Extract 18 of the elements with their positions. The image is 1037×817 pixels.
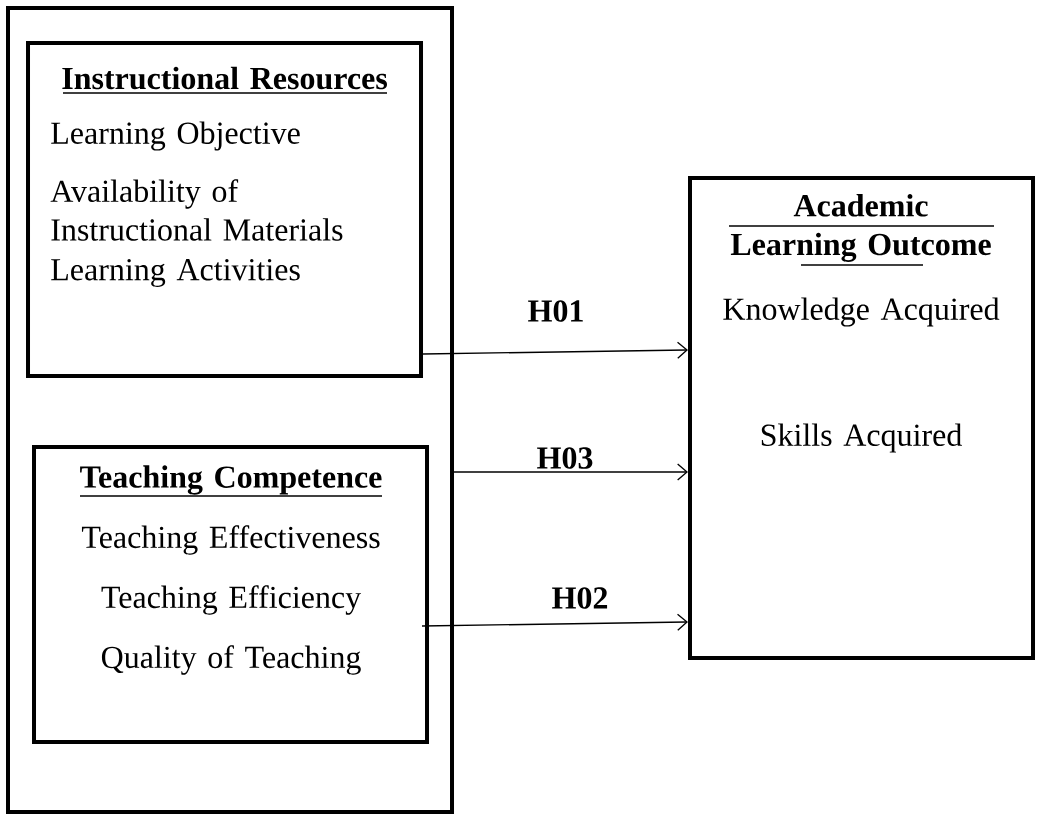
item-text: Learning Activities	[51, 258, 300, 288]
item-text: Learning Objective	[51, 121, 300, 151]
item-text: Availability of Instructional Materials	[50, 179, 343, 241]
item-text: Skills Acquired	[761, 423, 962, 453]
item-text: Teaching Efficiency	[101, 585, 361, 615]
edge-label: H01	[528, 300, 583, 322]
edge-label: H03	[537, 447, 593, 469]
box-heading: Instructional Resources	[62, 66, 388, 94]
outer-box	[6, 6, 454, 814]
box-heading: Teaching Competence	[79, 465, 383, 497]
item-text: Quality of Teaching	[101, 645, 361, 675]
arrow	[422, 341, 688, 359]
box-heading: Academic Learning Outcome	[728, 194, 995, 266]
item-text: Knowledge Acquired	[723, 297, 1000, 327]
arrow	[421, 613, 688, 631]
edge-label: H02	[552, 587, 608, 609]
arrow	[453, 463, 688, 481]
item-text: Teaching Effectiveness	[81, 525, 380, 555]
